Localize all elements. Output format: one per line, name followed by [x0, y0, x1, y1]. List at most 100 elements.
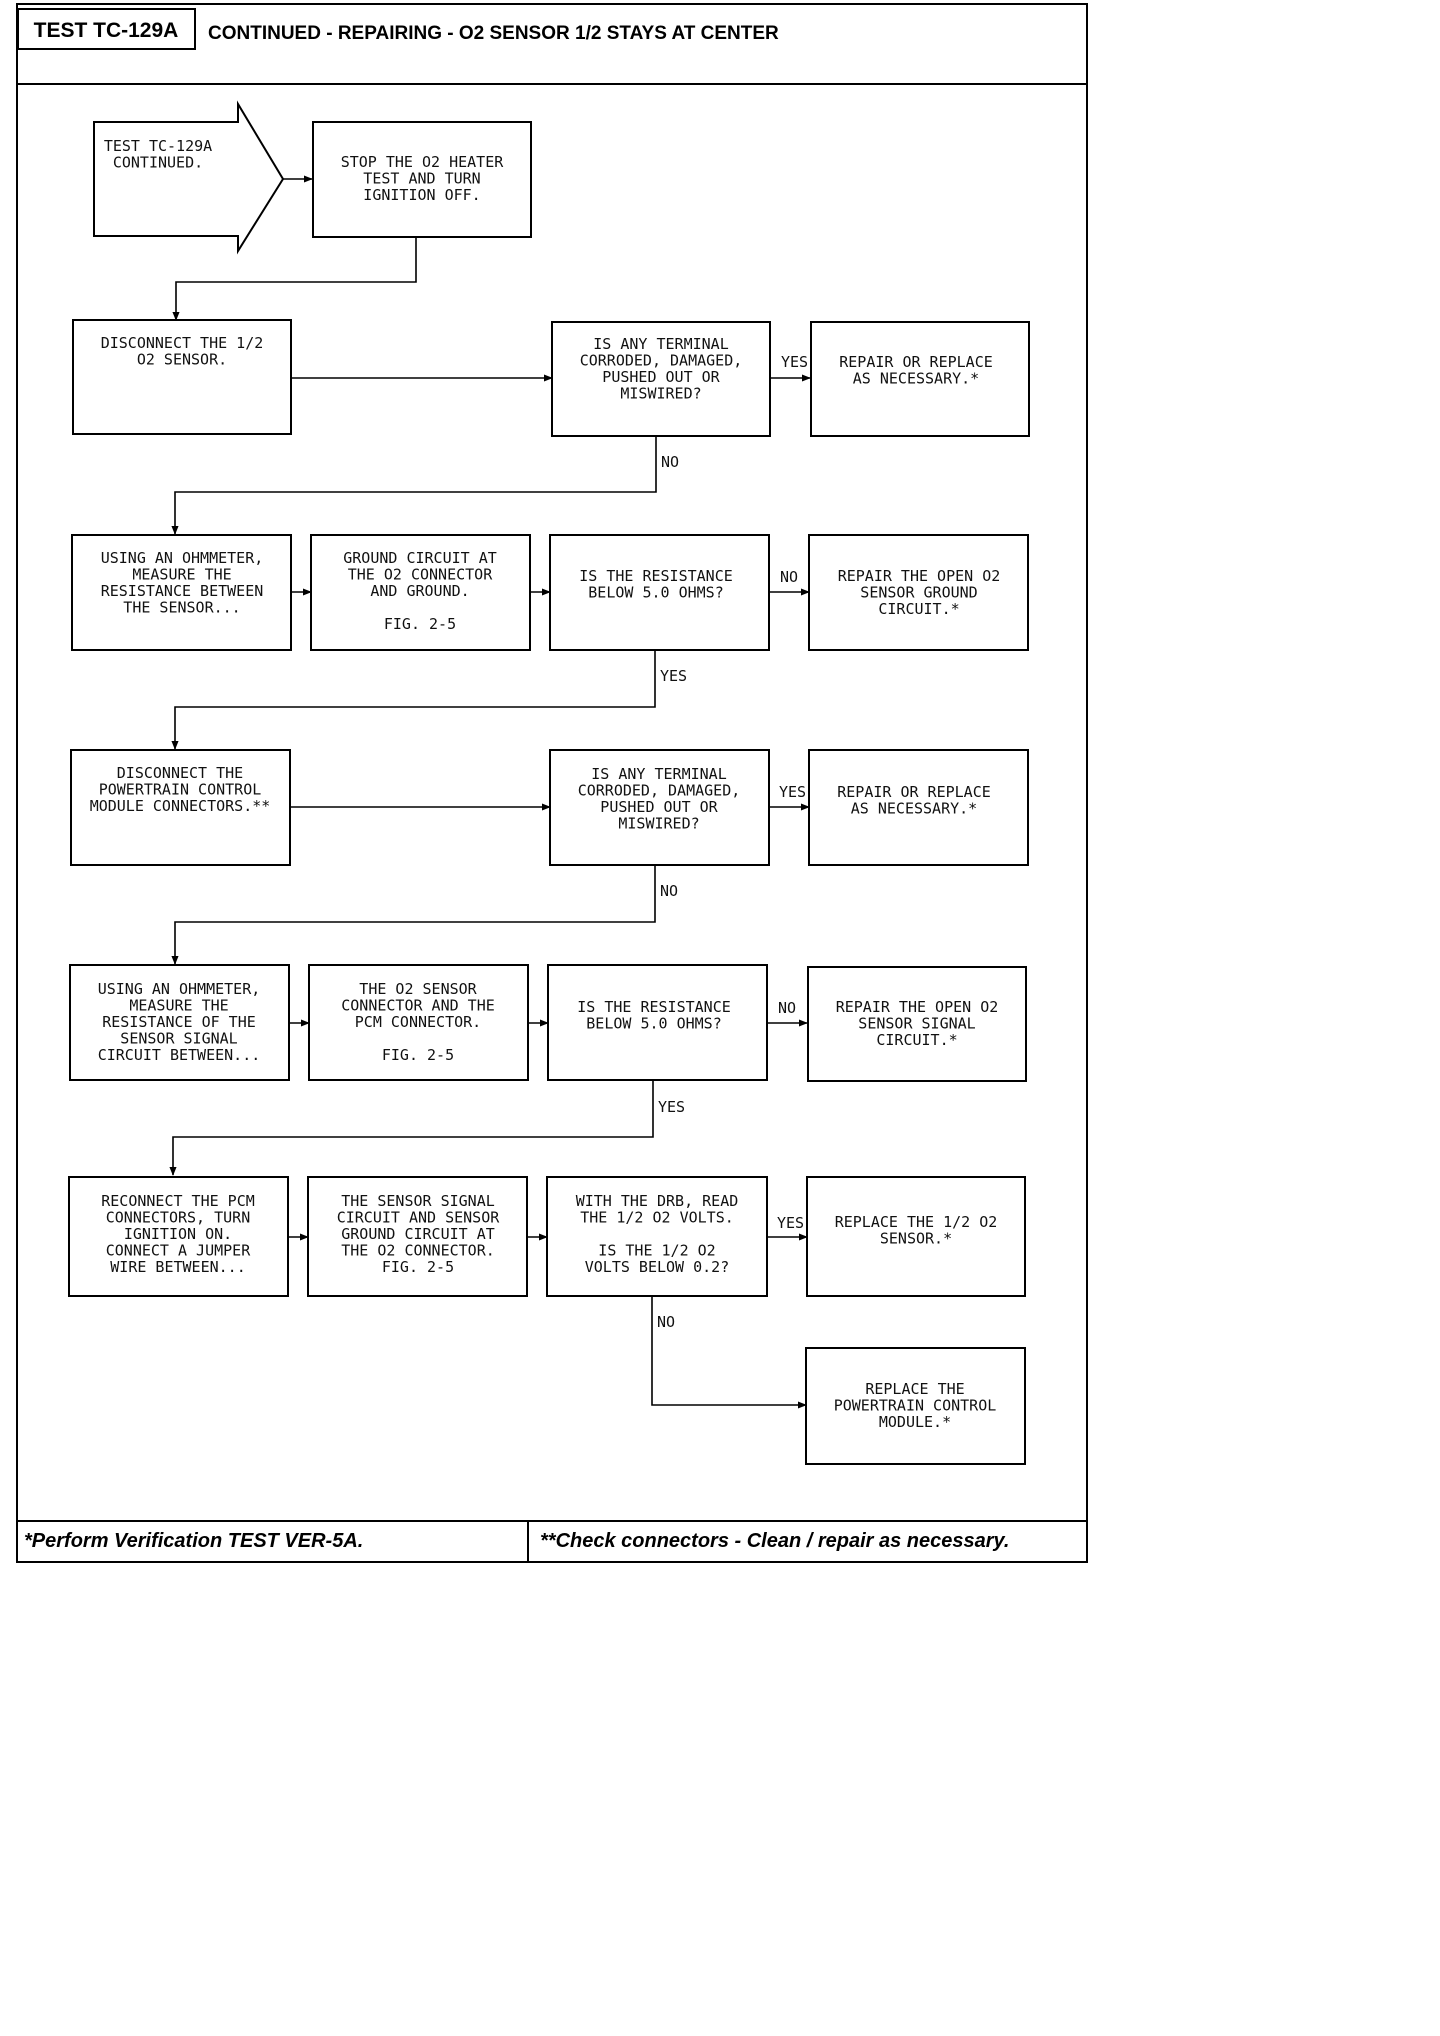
- terminal-check-2-box: [549, 749, 770, 866]
- replace-pcm-box: [805, 1347, 1026, 1465]
- text-line: BELOW 5.0 OHMS?: [586, 1015, 721, 1033]
- text-line: THE 1/2 O2 VOLTS.: [580, 1209, 734, 1227]
- text-line: IGNITION OFF.: [363, 186, 480, 204]
- connector: [171, 651, 656, 750]
- text-line: CIRCUIT.*: [876, 1031, 957, 1049]
- edge-label-no: NO: [661, 453, 679, 471]
- flow-boxes: [68, 121, 1030, 1465]
- edge-label-no: NO: [780, 568, 798, 586]
- text-line: CIRCUIT BETWEEN...: [98, 1046, 261, 1064]
- text-line: CONNECT A JUMPER: [106, 1242, 251, 1260]
- page-title: CONTINUED - REPAIRING - O2 SENSOR 1/2 ST…: [208, 23, 779, 44]
- test-code: TEST TC-129A: [34, 19, 179, 42]
- edge-label-yes: YES: [779, 783, 806, 801]
- text-line: CONNECTOR AND THE: [341, 997, 495, 1015]
- text-line: FIG. 2-5: [382, 1046, 454, 1064]
- text-line: IS THE 1/2 O2: [598, 1242, 715, 1260]
- drb-volts-box: [546, 1176, 768, 1297]
- footer-note-verification: *Perform Verification TEST VER-5A.: [24, 1530, 363, 1552]
- text-line: CONTINUED.: [113, 154, 203, 172]
- text-line: TEST TC-129A: [104, 137, 212, 155]
- text-line: MODULE CONNECTORS.**: [90, 797, 271, 815]
- text-line: POWERTRAIN CONTROL: [99, 781, 262, 799]
- edge-label-no: NO: [657, 1313, 675, 1331]
- text-line: GROUND CIRCUIT AT: [343, 549, 497, 567]
- text-line: IS THE RESISTANCE: [579, 567, 733, 585]
- text-line: CIRCUIT AND SENSOR: [337, 1209, 501, 1227]
- text-line: THE O2 CONNECTOR: [348, 566, 493, 584]
- text-line: PUSHED OUT OR: [602, 368, 720, 386]
- text-line: RECONNECT THE PCM: [101, 1192, 255, 1210]
- text-line: RESISTANCE BETWEEN: [101, 582, 264, 600]
- text-line: MISWIRED?: [618, 815, 699, 833]
- edge-label-no: NO: [660, 882, 678, 900]
- flow-connectors: [169, 175, 811, 1409]
- signal-ground-jumper-box: [307, 1176, 528, 1297]
- repair-replace-2-box: [808, 749, 1029, 866]
- text-line: PUSHED OUT OR: [600, 798, 718, 816]
- edge-label-yes: YES: [777, 1214, 804, 1232]
- repair-replace-1-box: [810, 321, 1030, 437]
- flowchart-canvas: TEST TC-129A CONTINUED - REPAIRING - O2 …: [16, 3, 1088, 1563]
- text-line: IS THE RESISTANCE: [577, 998, 731, 1016]
- text-line: MEASURE THE: [129, 997, 228, 1015]
- text-line: SENSOR.*: [880, 1230, 952, 1248]
- text-line: THE SENSOR...: [123, 599, 240, 617]
- text-line: IS ANY TERMINAL: [591, 765, 726, 783]
- text-line: DISCONNECT THE: [117, 764, 243, 782]
- connector: [651, 1297, 807, 1409]
- ground-circuit-box: [310, 534, 531, 651]
- text-line: TEST AND TURN: [363, 170, 480, 188]
- stop-heater-box: [312, 121, 532, 238]
- text-line: USING AN OHMMETER,: [101, 549, 264, 567]
- text-line: THE SENSOR SIGNAL: [341, 1192, 495, 1210]
- ohmmeter-signal-box: [69, 964, 290, 1081]
- text-line: CIRCUIT.*: [878, 600, 959, 618]
- text-line: MODULE.*: [879, 1413, 951, 1431]
- text-line: REPLACE THE 1/2 O2: [835, 1213, 998, 1231]
- connector: [169, 1081, 654, 1176]
- text-line: IGNITION ON.: [124, 1225, 232, 1243]
- text-line: RESISTANCE OF THE: [102, 1013, 256, 1031]
- text-line: REPLACE THE: [865, 1380, 964, 1398]
- text-line: WITH THE DRB, READ: [576, 1192, 739, 1210]
- connector: [172, 237, 417, 321]
- text-line: THE O2 CONNECTOR.: [341, 1242, 495, 1260]
- edge-label-yes: YES: [660, 667, 687, 685]
- footer-note-connectors: **Check connectors - Clean / repair as n…: [540, 1530, 1009, 1552]
- text-line: AS NECESSARY.*: [853, 370, 979, 388]
- text-line: DISCONNECT THE 1/2: [101, 334, 264, 352]
- ohmmeter-ground-box: [71, 534, 292, 651]
- start-arrow-shape: [93, 100, 285, 255]
- text-line: THE O2 SENSOR: [359, 980, 477, 998]
- text-line: FIG. 2-5: [384, 615, 456, 633]
- repair-signal-box: [807, 966, 1027, 1082]
- text-line: MISWIRED?: [620, 385, 701, 403]
- edge-label-yes: YES: [781, 353, 808, 371]
- edge-label-yes: YES: [658, 1098, 685, 1116]
- resistance-check-1-box: [549, 534, 770, 651]
- repair-ground-box: [808, 534, 1029, 651]
- text-line: AS NECESSARY.*: [851, 800, 977, 818]
- text-line: GROUND CIRCUIT AT: [341, 1225, 495, 1243]
- text-line: MEASURE THE: [132, 566, 231, 584]
- text-line: AND GROUND.: [370, 582, 469, 600]
- text-line: VOLTS BELOW 0.2?: [585, 1258, 730, 1276]
